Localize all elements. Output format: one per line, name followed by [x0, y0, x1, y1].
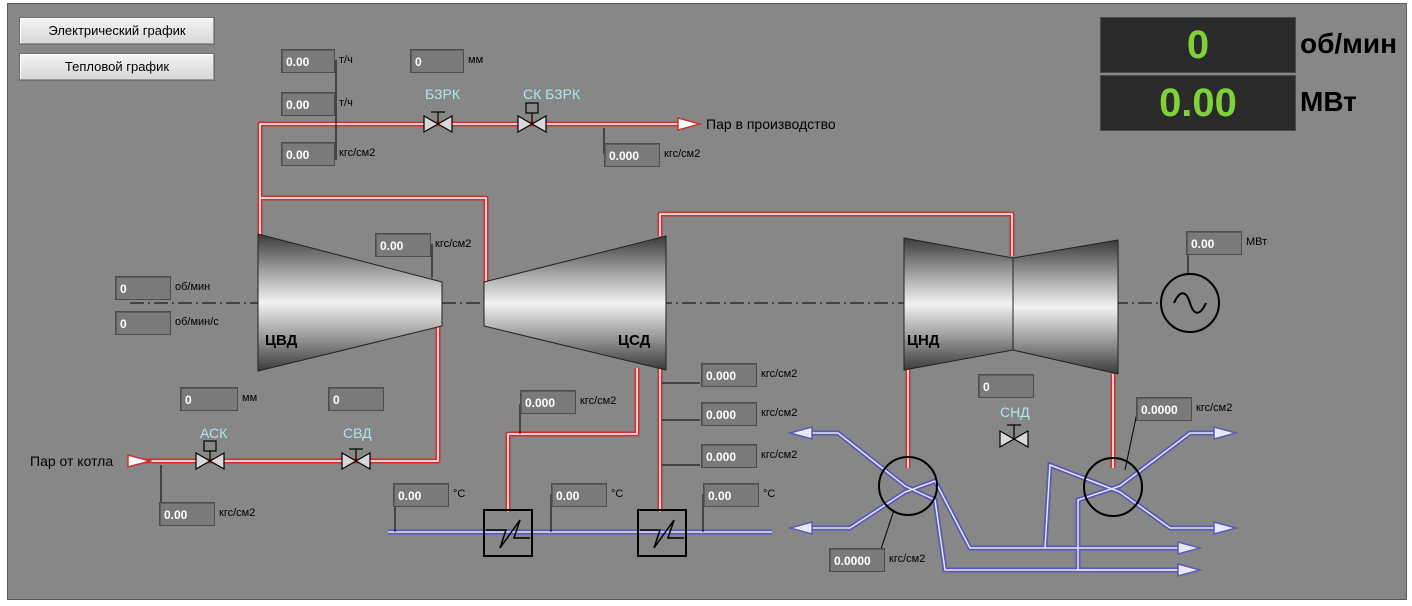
- csd-cylinder: [483, 235, 667, 371]
- reading-unit: кгс/см2: [761, 407, 798, 419]
- reading-value-field: 0.00: [703, 483, 759, 507]
- reading-value-field: 0.00: [1186, 231, 1242, 255]
- cvd-label: ЦВД: [265, 332, 298, 349]
- valve-ask-icon[interactable]: [195, 440, 225, 471]
- reading-value-field: 0.00: [281, 49, 335, 73]
- reading-unit: кгс/см2: [580, 395, 617, 407]
- reading-unit: мм: [242, 392, 258, 404]
- reading-value-field: 0.000: [520, 390, 576, 414]
- heater-1-icon: [483, 509, 533, 557]
- valve-bzrk-icon[interactable]: [423, 111, 453, 134]
- thermal-chart-button[interactable]: Тепловой график: [19, 53, 215, 81]
- reading-unit: кгс/см2: [219, 507, 256, 519]
- generator-icon: [1160, 273, 1220, 333]
- reading-unit: °C: [611, 488, 624, 500]
- valve-bzrk-label: БЗРК: [425, 86, 461, 102]
- valve-svd-label: СВД: [343, 425, 372, 441]
- valve-ask-label: АСК: [200, 425, 228, 441]
- electric-chart-button[interactable]: Электрический график: [19, 17, 215, 45]
- power-display: 0.00: [1100, 75, 1296, 131]
- reading-value-field: 0.0000: [829, 548, 885, 572]
- reading-value-field: 0.000: [701, 363, 757, 387]
- reading-value-field: 0.0000: [1136, 397, 1192, 421]
- valve-sk-bzrk-label: СК БЗРК: [523, 86, 581, 102]
- reading-value-field: 0.00: [159, 502, 215, 526]
- reading-unit: кгс/см2: [1196, 402, 1233, 414]
- reading-unit: кгс/см2: [761, 449, 798, 461]
- reading-value-field: 0.00: [281, 142, 335, 166]
- reading-value-field: 0.00: [393, 483, 449, 507]
- steam-in-arrow-icon: [127, 454, 153, 468]
- condenser-2-icon: [1083, 457, 1143, 517]
- reading-value-field: 0.000: [701, 402, 757, 426]
- reading-value-field: 0: [328, 387, 384, 411]
- reading-unit: т/ч: [339, 97, 353, 109]
- valve-snd-label: СНД: [1000, 404, 1030, 420]
- reading-unit: об/мин: [175, 281, 211, 293]
- valve-svd-icon[interactable]: [341, 448, 371, 471]
- reading-unit: кгс/см2: [664, 148, 701, 160]
- reading-value-field: 0: [180, 387, 238, 411]
- heater-2-icon: [637, 509, 687, 557]
- reading-unit: МВт: [1246, 236, 1268, 248]
- reading-unit: кгс/см2: [761, 368, 798, 380]
- steam-out-arrow-icon: [677, 117, 703, 131]
- reading-unit: °C: [763, 488, 776, 500]
- reading-value-field: 0.00: [551, 483, 607, 507]
- water-pipes: [388, 430, 1218, 573]
- cvd-cylinder: [257, 233, 443, 372]
- reading-unit: об/мин/с: [175, 316, 219, 328]
- reading-value-field: 0: [410, 49, 464, 73]
- reading-unit: т/ч: [339, 54, 353, 66]
- cnd-label: ЦНД: [907, 332, 940, 349]
- valve-snd-icon[interactable]: [999, 424, 1029, 449]
- steam-in-label: Пар от котла: [30, 453, 113, 469]
- reading-value-field: 0.00: [281, 92, 335, 116]
- reading-unit: кгс/см2: [339, 147, 376, 159]
- reading-value-field: 0.00: [375, 233, 431, 257]
- cnd-cylinder: [903, 237, 1119, 375]
- reading-value-field: 0.000: [604, 143, 660, 167]
- reading-value-field: 0.000: [701, 444, 757, 468]
- power-unit: МВт: [1300, 86, 1357, 117]
- valve-sk-bzrk-icon[interactable]: [517, 102, 547, 134]
- reading-unit: °C: [453, 488, 466, 500]
- steam-out-label: Пар в производство: [706, 116, 836, 132]
- csd-label: ЦСД: [618, 332, 651, 349]
- reading-unit: кгс/см2: [435, 238, 472, 250]
- speed-unit: об/мин: [1300, 28, 1398, 59]
- reading-value-field: 0: [115, 311, 171, 335]
- reading-unit: кгс/см2: [889, 553, 926, 565]
- condenser-1-icon: [878, 456, 938, 516]
- reading-value-field: 0: [978, 374, 1034, 398]
- speed-display: 0: [1100, 17, 1296, 73]
- water-arrows-icon: [787, 426, 1239, 577]
- reading-unit: мм: [468, 54, 484, 66]
- reading-value-field: 0: [115, 276, 171, 300]
